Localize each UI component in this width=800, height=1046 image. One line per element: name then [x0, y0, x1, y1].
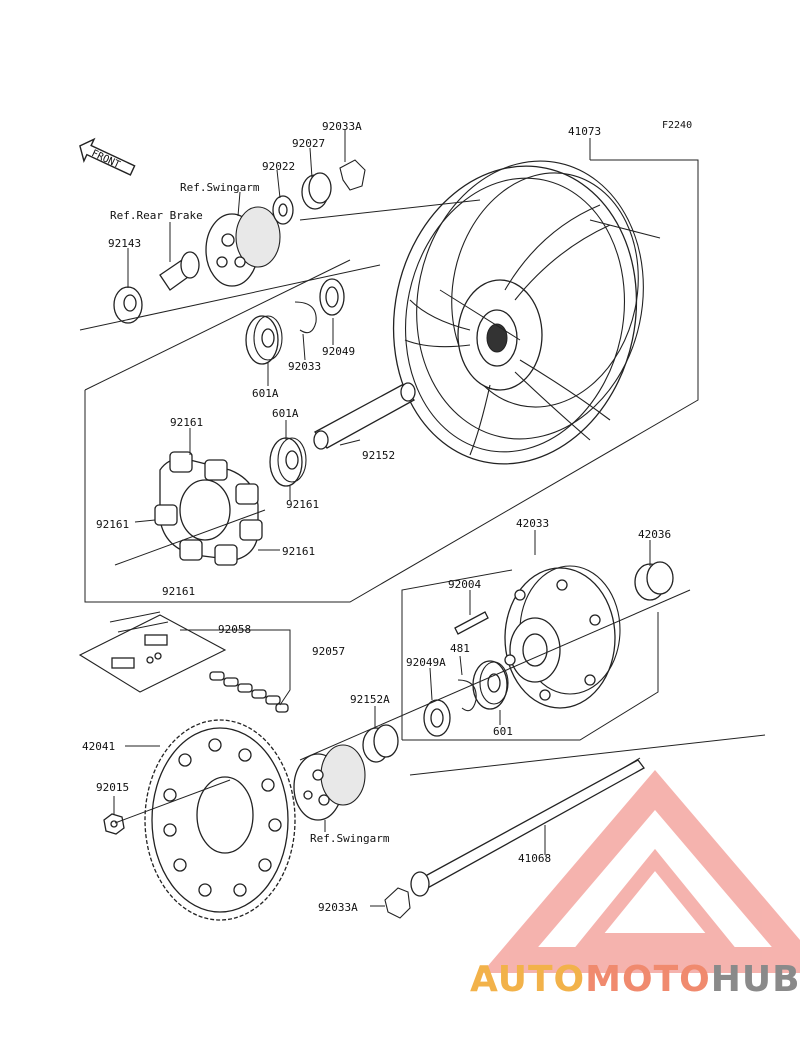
figure-code: F2240	[662, 120, 692, 131]
collar-42036	[634, 561, 674, 601]
collar-92027	[301, 172, 332, 210]
label-92058: 92058	[218, 623, 251, 636]
label-ref-swingarm-bottom: Ref.Swingarm	[310, 832, 390, 845]
label-92152: 92152	[362, 449, 395, 462]
damper-rubbers-92161	[154, 451, 263, 566]
label-92161-left: 92161	[96, 518, 129, 531]
label-92033: 92033	[288, 360, 321, 373]
circlip-481	[457, 679, 477, 712]
chain-links	[209, 671, 289, 713]
label-92152A: 92152A	[350, 693, 390, 706]
bearing-601A-upper	[245, 315, 283, 365]
label-92022: 92022	[262, 160, 295, 173]
axle-41068	[410, 757, 645, 897]
label-601A-lower: 601A	[272, 407, 299, 420]
label-92143: 92143	[108, 237, 141, 250]
clip-92033A-top	[339, 159, 366, 191]
collar-rear-brake	[159, 251, 200, 291]
washer-92022	[272, 195, 294, 225]
label-92015: 92015	[96, 781, 129, 794]
brand-part-hub: HUB	[710, 959, 800, 1000]
brand-part-moto: MOTO	[585, 959, 711, 1000]
label-92033A-bottom: 92033A	[318, 901, 358, 914]
label-ref-swingarm-top: Ref.Swingarm	[180, 181, 260, 194]
label-92049A: 92049A	[406, 656, 446, 669]
brand-part-auto: AUTO	[470, 959, 586, 1000]
label-41073: 41073	[568, 125, 601, 138]
label-92027: 92027	[292, 137, 325, 150]
label-601A-upper: 601A	[252, 387, 279, 400]
collar-92143	[113, 286, 143, 324]
clip-92033A-bottom	[384, 887, 411, 919]
label-92161-mid: 92161	[286, 498, 319, 511]
label-41068: 41068	[518, 852, 551, 865]
swingarm-coupling-lower	[293, 744, 366, 821]
lower-panel-outline	[401, 569, 513, 740]
label-42036: 42036	[638, 528, 671, 541]
stud-92004	[454, 611, 489, 635]
label-92161-top: 92161	[170, 416, 203, 429]
label-92004: 92004	[448, 578, 481, 591]
sleeve-92152	[313, 382, 416, 450]
watermark-logo-icon	[481, 769, 800, 973]
label-92161-right: 92161	[282, 545, 315, 558]
chain-kit	[78, 611, 289, 713]
label-42041: 42041	[82, 740, 115, 753]
label-42033: 42033	[516, 517, 549, 530]
label-92033A-top: 92033A	[322, 120, 362, 133]
watermark-brand: AUTOMOTOHUB	[470, 958, 800, 1002]
circlip-92033	[294, 301, 317, 334]
label-92049: 92049	[322, 345, 355, 358]
label-481: 481	[450, 642, 470, 655]
upper-panel-outline	[84, 159, 699, 603]
rear-wheel	[392, 160, 661, 465]
sprocket-42041	[144, 719, 296, 921]
swingarm-coupling-upper	[205, 206, 281, 287]
label-601: 601	[493, 725, 513, 738]
bearing-601	[472, 660, 509, 710]
leader-lines	[113, 130, 651, 907]
seal-92049A	[423, 699, 451, 737]
label-92057: 92057	[312, 645, 345, 658]
seal-92049	[319, 278, 345, 316]
label-ref-rear-brake: Ref.Rear Brake	[110, 209, 203, 222]
sprocket-hub-42033	[504, 565, 621, 709]
collar-92152A	[362, 724, 399, 763]
bearing-601A-lower	[269, 437, 307, 487]
front-arrow-icon: FRONT	[79, 137, 136, 176]
nut-92015	[103, 813, 125, 835]
part-labels: 41073 92033A 92027 92022 Ref.Swingarm Re…	[82, 120, 671, 914]
label-92161-bottom: 92161	[162, 585, 195, 598]
